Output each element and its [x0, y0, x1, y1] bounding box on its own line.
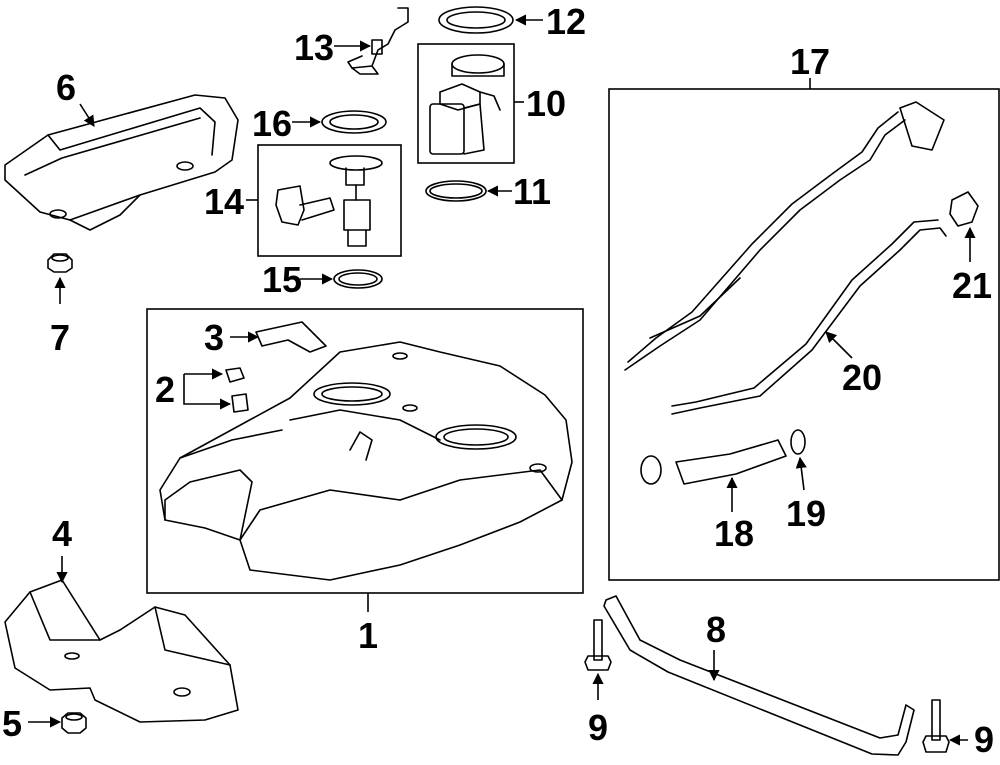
callout-12: 12 [546, 1, 586, 42]
callout-20: 20 [842, 357, 882, 398]
callout-8: 8 [706, 609, 726, 650]
lock-ring-12-part [438, 6, 514, 34]
hose-clamp-left-part [640, 455, 662, 485]
callout-1: 1 [358, 615, 378, 656]
callout-11: 11 [513, 171, 551, 212]
heat-shield-part [4, 94, 239, 231]
callout-6: 6 [56, 67, 76, 108]
callout-7: 7 [50, 317, 70, 358]
sender-assembly-box [257, 144, 402, 257]
filler-hose-part [675, 439, 787, 485]
nut-5-part [61, 712, 87, 734]
callout-18: 18 [714, 513, 754, 554]
leader-20 [825, 331, 853, 359]
leader-19 [795, 456, 807, 491]
callout-19: 19 [786, 493, 826, 534]
sensor-bracket-part [347, 7, 409, 75]
clip-2-lower-part [231, 393, 249, 413]
connector-21-part [949, 191, 979, 227]
filler-pipe-part [624, 101, 945, 371]
callout-5: 5 [2, 703, 22, 744]
fuel-pump-box [417, 43, 515, 164]
callout-14: 14 [204, 181, 244, 222]
leader-6 [79, 103, 95, 127]
callout-9-right: 9 [974, 719, 994, 760]
vent-tube-part [671, 219, 947, 415]
callout-10: 10 [526, 83, 566, 124]
nut-7-part [47, 253, 73, 273]
fuel-pump-module-part [429, 54, 505, 155]
callout-2: 2 [155, 369, 175, 410]
callout-4: 4 [52, 513, 72, 554]
callout-9-left: 9 [588, 707, 608, 748]
seal-11-part [425, 180, 487, 202]
fuel-sender-part [275, 155, 383, 247]
callout-15: 15 [262, 259, 302, 300]
leader-2 [183, 374, 232, 410]
callout-16: 16 [252, 103, 292, 144]
lock-ring-16-part [321, 110, 387, 134]
callout-21: 21 [952, 265, 992, 306]
callout-17: 17 [790, 41, 830, 82]
tank-shield-part [4, 579, 239, 723]
callout-13: 13 [294, 27, 334, 68]
fuel-tank-box [146, 308, 584, 594]
filler-pipe-box [608, 88, 1000, 581]
pad-3-part [255, 321, 327, 353]
bolt-9-left-part [584, 619, 612, 671]
hose-clamp-19-part [790, 429, 806, 455]
tank-strap-part [603, 595, 915, 756]
clip-2-upper-part [225, 367, 245, 383]
seal-15-part [333, 269, 383, 289]
callout-3: 3 [204, 317, 224, 358]
bolt-9-right-part [922, 699, 950, 753]
fuel-tank-part [159, 341, 573, 581]
